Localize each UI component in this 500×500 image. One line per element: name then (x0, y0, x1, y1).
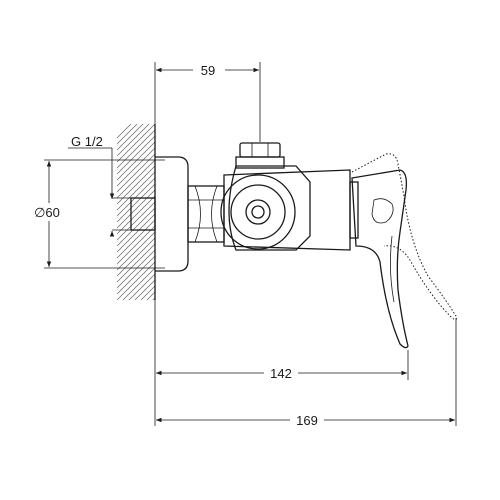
outlet-circle (220, 174, 296, 250)
hatch-line (128, 273, 155, 300)
hatch-line (117, 213, 155, 253)
dim-142-label: 142 (270, 366, 292, 381)
dimension-142: 142 (154, 300, 409, 426)
hatch-line (117, 124, 132, 139)
hatch-line (117, 310, 155, 348)
hatch-line (117, 334, 155, 372)
hatch-line (117, 243, 155, 283)
dim-169-label: 169 (296, 413, 318, 428)
hatch-line (117, 237, 155, 277)
hatch-line (117, 183, 155, 223)
hatch-line (117, 201, 155, 241)
dim-59-label: 59 (201, 63, 215, 78)
dimension-diameter: ∅60 (33, 159, 165, 269)
hex-nut (187, 185, 225, 243)
hatch-line (122, 267, 155, 300)
wall-rosette (155, 156, 189, 272)
hatch-line (117, 124, 144, 151)
hatch-line (117, 129, 155, 169)
hatch-line (117, 171, 155, 211)
cartridge-cap (349, 181, 359, 239)
hatch-line (146, 291, 155, 300)
hatch-line (117, 124, 155, 163)
dimension-59: 59 (154, 62, 261, 142)
valve-body (223, 165, 351, 251)
hatch-line (117, 322, 155, 360)
hatch-line (117, 159, 155, 199)
hatch-line (117, 207, 155, 247)
hatch-line (117, 147, 155, 187)
hatch-line (117, 231, 155, 271)
hatch-line (117, 124, 138, 145)
hatch-line (117, 141, 155, 181)
lever-handle-alt (351, 153, 457, 321)
hatch-line (134, 279, 155, 300)
top-outlet (235, 142, 285, 169)
hatch-line (117, 195, 155, 235)
hatch-line (117, 219, 155, 259)
hatch-line (117, 225, 155, 265)
hatch-line (117, 135, 155, 175)
hatch-line (117, 189, 155, 229)
thread-label: G 1/2 (71, 134, 103, 149)
wall-hatching (117, 124, 156, 372)
hatch-line (117, 124, 150, 157)
diameter-label: ∅60 (34, 205, 60, 220)
hatch-line (117, 177, 155, 217)
hatch-line (152, 297, 155, 300)
hatch-line (117, 249, 155, 289)
hatch-line (117, 328, 155, 366)
thread-callout: G 1/2 (68, 134, 115, 237)
dimension-169: 169 (156, 318, 457, 428)
hatch-line (140, 285, 155, 300)
hatch-line (117, 316, 155, 354)
pipe-connector (112, 197, 156, 231)
hatch-line (117, 304, 155, 342)
hatch-line (117, 255, 155, 295)
lever-handle (351, 169, 409, 349)
